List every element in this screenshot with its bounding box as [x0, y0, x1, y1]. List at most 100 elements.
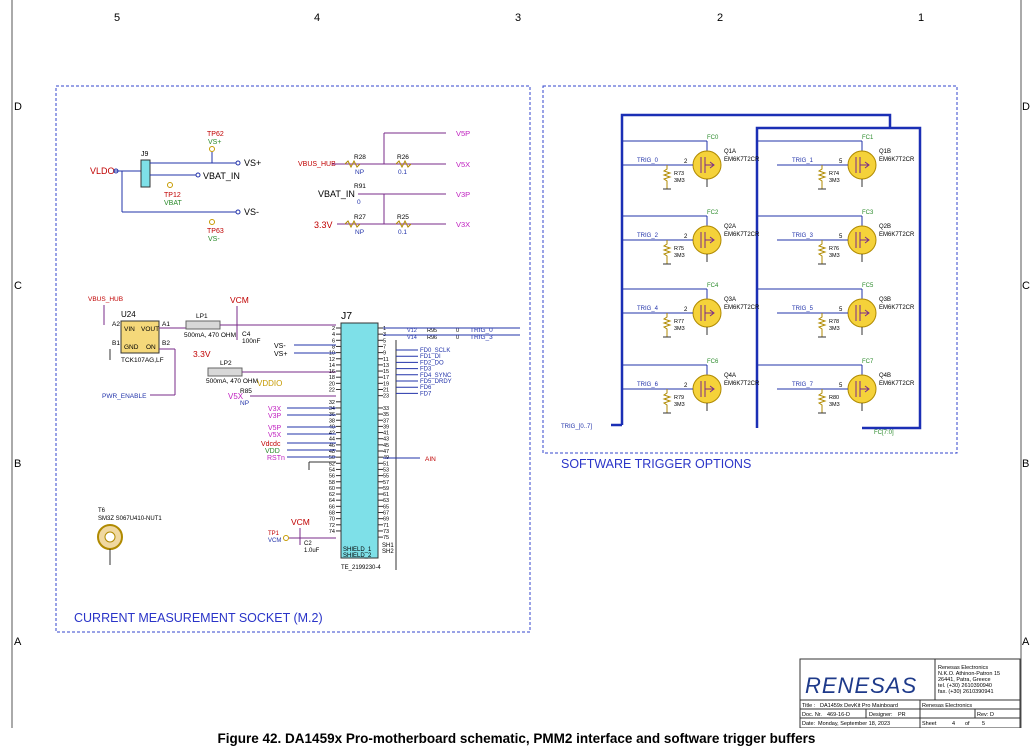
j7-pin-right: 1: [383, 326, 386, 332]
supply-resistors: VBUS_HUB R28 NP R26 0.1 VBAT_IN R91 0 3.…: [298, 129, 470, 236]
j7-net-vdcdc: Vdcdc: [261, 441, 281, 448]
j7-left-nets: VS- VS+ V3X V3P V5P V5X Vdcdc VDD RSTn: [261, 343, 336, 462]
trig-net: TRIG_2: [637, 233, 659, 239]
renesas-logo: RENESAS: [805, 673, 917, 698]
part-number: EM6K7T2CR: [879, 381, 915, 387]
j7-pin-left: 48: [329, 449, 335, 455]
trig-net: TRIG_1: [792, 158, 814, 164]
net-3v3-res: 3.3V: [314, 220, 333, 230]
gate-pin: 2: [684, 159, 688, 165]
gate-pin: 5: [839, 159, 843, 165]
u24-pin-a2: A2: [112, 321, 120, 328]
j7-pin-right: 9: [383, 351, 386, 357]
ref-j7: J7: [341, 310, 352, 322]
trigger-bus-frame: [611, 113, 922, 430]
zone-row-b: B: [14, 458, 21, 470]
j7-pin-left: 68: [329, 511, 335, 517]
j7-pin-right: 43: [383, 437, 389, 443]
rev-value: D: [990, 712, 994, 718]
zone-row-b-right: B: [1022, 458, 1029, 470]
j7-pin-right: 63: [383, 498, 389, 504]
net-v5x: V5X: [456, 160, 470, 169]
u24-pin-vin: VIN: [124, 326, 135, 333]
ref-c2: C2: [304, 541, 312, 547]
j7-pin-left: 44: [329, 437, 335, 443]
u24-pin-on: ON: [146, 344, 156, 351]
j7-pin-left: 8: [332, 344, 335, 350]
j7-pin-right: 51: [383, 461, 389, 467]
j7-pin-left: 4: [332, 332, 335, 338]
fc-net: FC2: [707, 210, 719, 216]
tp62-net: VS+: [208, 139, 221, 146]
ref-q: Q3A: [724, 297, 736, 303]
u24-pin-b1: B1: [112, 340, 120, 347]
fd-bus-label: FD2_DO: [420, 360, 444, 366]
j7-pin-right: 7: [383, 344, 386, 350]
j7-shield-2: SHIELD_2: [343, 553, 372, 559]
net-v5p: V5P: [456, 129, 470, 138]
j7-pin-right: 11: [383, 357, 389, 363]
part-number: EM6K7T2CR: [724, 157, 760, 163]
ref-tp63: TP63: [207, 228, 224, 235]
r91-value: 0: [357, 199, 361, 206]
net-vs-minus: VS-: [244, 207, 259, 217]
j7-pin-right: 69: [383, 517, 389, 523]
tp1-net: VCM: [268, 538, 281, 544]
ref-r: R74: [829, 171, 839, 177]
j7-pin-right: 45: [383, 443, 389, 449]
part-number: EM6K7T2CR: [879, 305, 915, 311]
ref-tp12: TP12: [164, 192, 181, 199]
r-value: 3M3: [829, 402, 840, 408]
j7-pin-right: 65: [383, 504, 389, 510]
j7-pin-left: 16: [329, 369, 335, 375]
trig-net: TRIG_5: [792, 306, 814, 312]
u24-pin-b2: B2: [162, 340, 170, 347]
fc-net: FC3: [862, 210, 874, 216]
j7-pin-right: 61: [383, 492, 389, 498]
zone-row-a: A: [14, 636, 22, 648]
fd-bus-label: FD3: [420, 367, 432, 373]
r96-value: 0: [456, 335, 459, 341]
net-vldo: VLDO: [90, 166, 115, 176]
fc-net: FC6: [707, 359, 719, 365]
j7-pin-left: 70: [329, 517, 335, 523]
ref-q: Q2B: [879, 224, 891, 230]
ref-lp1: LP1: [196, 313, 208, 320]
title-label: Title :: [802, 703, 816, 709]
j7-net-v14: V14: [407, 335, 417, 341]
ref-r26: R26: [397, 154, 409, 161]
j7-net-trig3: TRIG_3: [470, 334, 493, 341]
j7-pin-left: 72: [329, 523, 335, 529]
net-vddio: VDDIO: [257, 379, 282, 388]
r25-value: 0.1: [398, 229, 407, 236]
trig-net: TRIG_3: [792, 233, 814, 239]
j7-net-v12: V12: [407, 328, 417, 334]
u24-pin-a1: A1: [162, 321, 170, 328]
j7-pin-left: 34: [329, 406, 335, 412]
j7-pin-right: 19: [383, 381, 389, 387]
trig-net: TRIG_4: [637, 306, 659, 312]
ref-r25: R25: [397, 214, 409, 221]
net-trig-bus: TRIG_[0..7]: [561, 424, 592, 430]
net-vcm: VCM: [230, 295, 249, 305]
j7-pin-left: 32: [329, 400, 335, 406]
zone-labels: 5 4 3 2 1 D C B A D C B A: [14, 12, 1030, 648]
j7-pin-right: 15: [383, 369, 389, 375]
part-number: EM6K7T2CR: [879, 232, 915, 238]
j7-pin-left: 12: [329, 357, 335, 363]
ref-q: Q3B: [879, 297, 891, 303]
ref-q: Q1A: [724, 149, 736, 155]
fd-bus-label: FD6: [420, 385, 432, 391]
j7-pin-right: 71: [383, 523, 389, 529]
power-selector: VLDO J9 VS+ VS- VBAT_IN TP62 VS+ TP12 VB…: [90, 131, 261, 243]
zone-row-d: D: [14, 101, 22, 113]
sheet-label: Sheet: [922, 721, 937, 727]
gate-pin: 5: [839, 234, 843, 240]
gate-pin: 5: [839, 383, 843, 389]
u24-load-switch: VBUS_HUB U24 VIN VOUT GND ON A2 A1 B1 B2…: [88, 295, 336, 407]
net-pwr-enable: PWR_ENABLE: [102, 393, 147, 400]
j7-pin-left: 2: [332, 326, 335, 332]
j7-pin-right: 55: [383, 474, 389, 480]
